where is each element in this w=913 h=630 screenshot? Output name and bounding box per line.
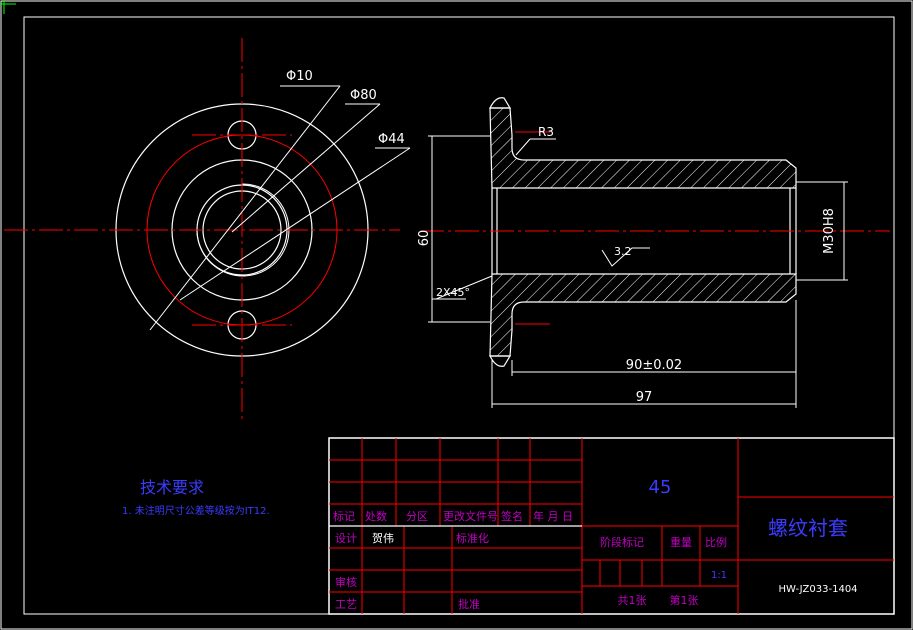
dim-radius: R3 (538, 125, 554, 139)
sheet-number: 第1张 (670, 593, 699, 607)
tech-heading: 技术要求 (140, 478, 204, 497)
label-date: 年 月 日 (533, 509, 573, 523)
dim-flange-height: 60 (417, 230, 432, 247)
label-zone: 分区 (406, 510, 428, 523)
part-name: 螺纹衬套 (768, 516, 848, 540)
label-process: 工艺 (335, 598, 357, 611)
label-count: 处数 (365, 510, 387, 523)
dim-length-tol: 90±0.02 (626, 358, 682, 373)
section-view: 60 R3 2X45° 3.2 M30H8 (417, 97, 890, 408)
tech-item-1: 1. 未注明尺寸公差等级按为IT12. (122, 504, 270, 517)
tech-requirements: 技术要求 1. 未注明尺寸公差等级按为IT12. (122, 478, 270, 517)
end-view: Φ10 Φ80 Φ44 (4, 38, 411, 420)
dim-thread: M30H8 (822, 208, 837, 254)
material: 45 (649, 477, 672, 498)
label-approve: 批准 (458, 597, 480, 611)
title-block: 45 螺纹衬套 HW-JZ033-1404 1:1 共1张 第1张 标记 处数 … (328, 437, 895, 615)
roughness-value: 3.2 (614, 245, 632, 258)
dim-hole-dia: Φ10 (286, 69, 313, 84)
label-standardize: 标准化 (456, 531, 489, 545)
dim-pcd-dia: Φ80 (350, 88, 377, 103)
label-change-doc: 更改文件号 (443, 509, 498, 523)
dim-bore-dia: Φ44 (378, 132, 405, 147)
sheets-total: 共1张 (618, 594, 647, 607)
drawing-number: HW-JZ033-1404 (778, 584, 857, 595)
label-stage-mark: 阶段标记 (600, 535, 644, 549)
label-review: 审核 (335, 575, 357, 589)
label-weight: 重量 (670, 535, 692, 549)
label-signature: 签名 (501, 509, 523, 523)
label-mark: 标记 (333, 509, 355, 523)
label-designer: 贺伟 (372, 532, 394, 545)
label-design: 设计 (335, 532, 357, 545)
scale-value: 1:1 (711, 570, 727, 581)
label-ratio: 比例 (705, 535, 727, 549)
dim-length-total: 97 (636, 390, 653, 405)
dim-chamfer: 2X45° (436, 286, 470, 299)
